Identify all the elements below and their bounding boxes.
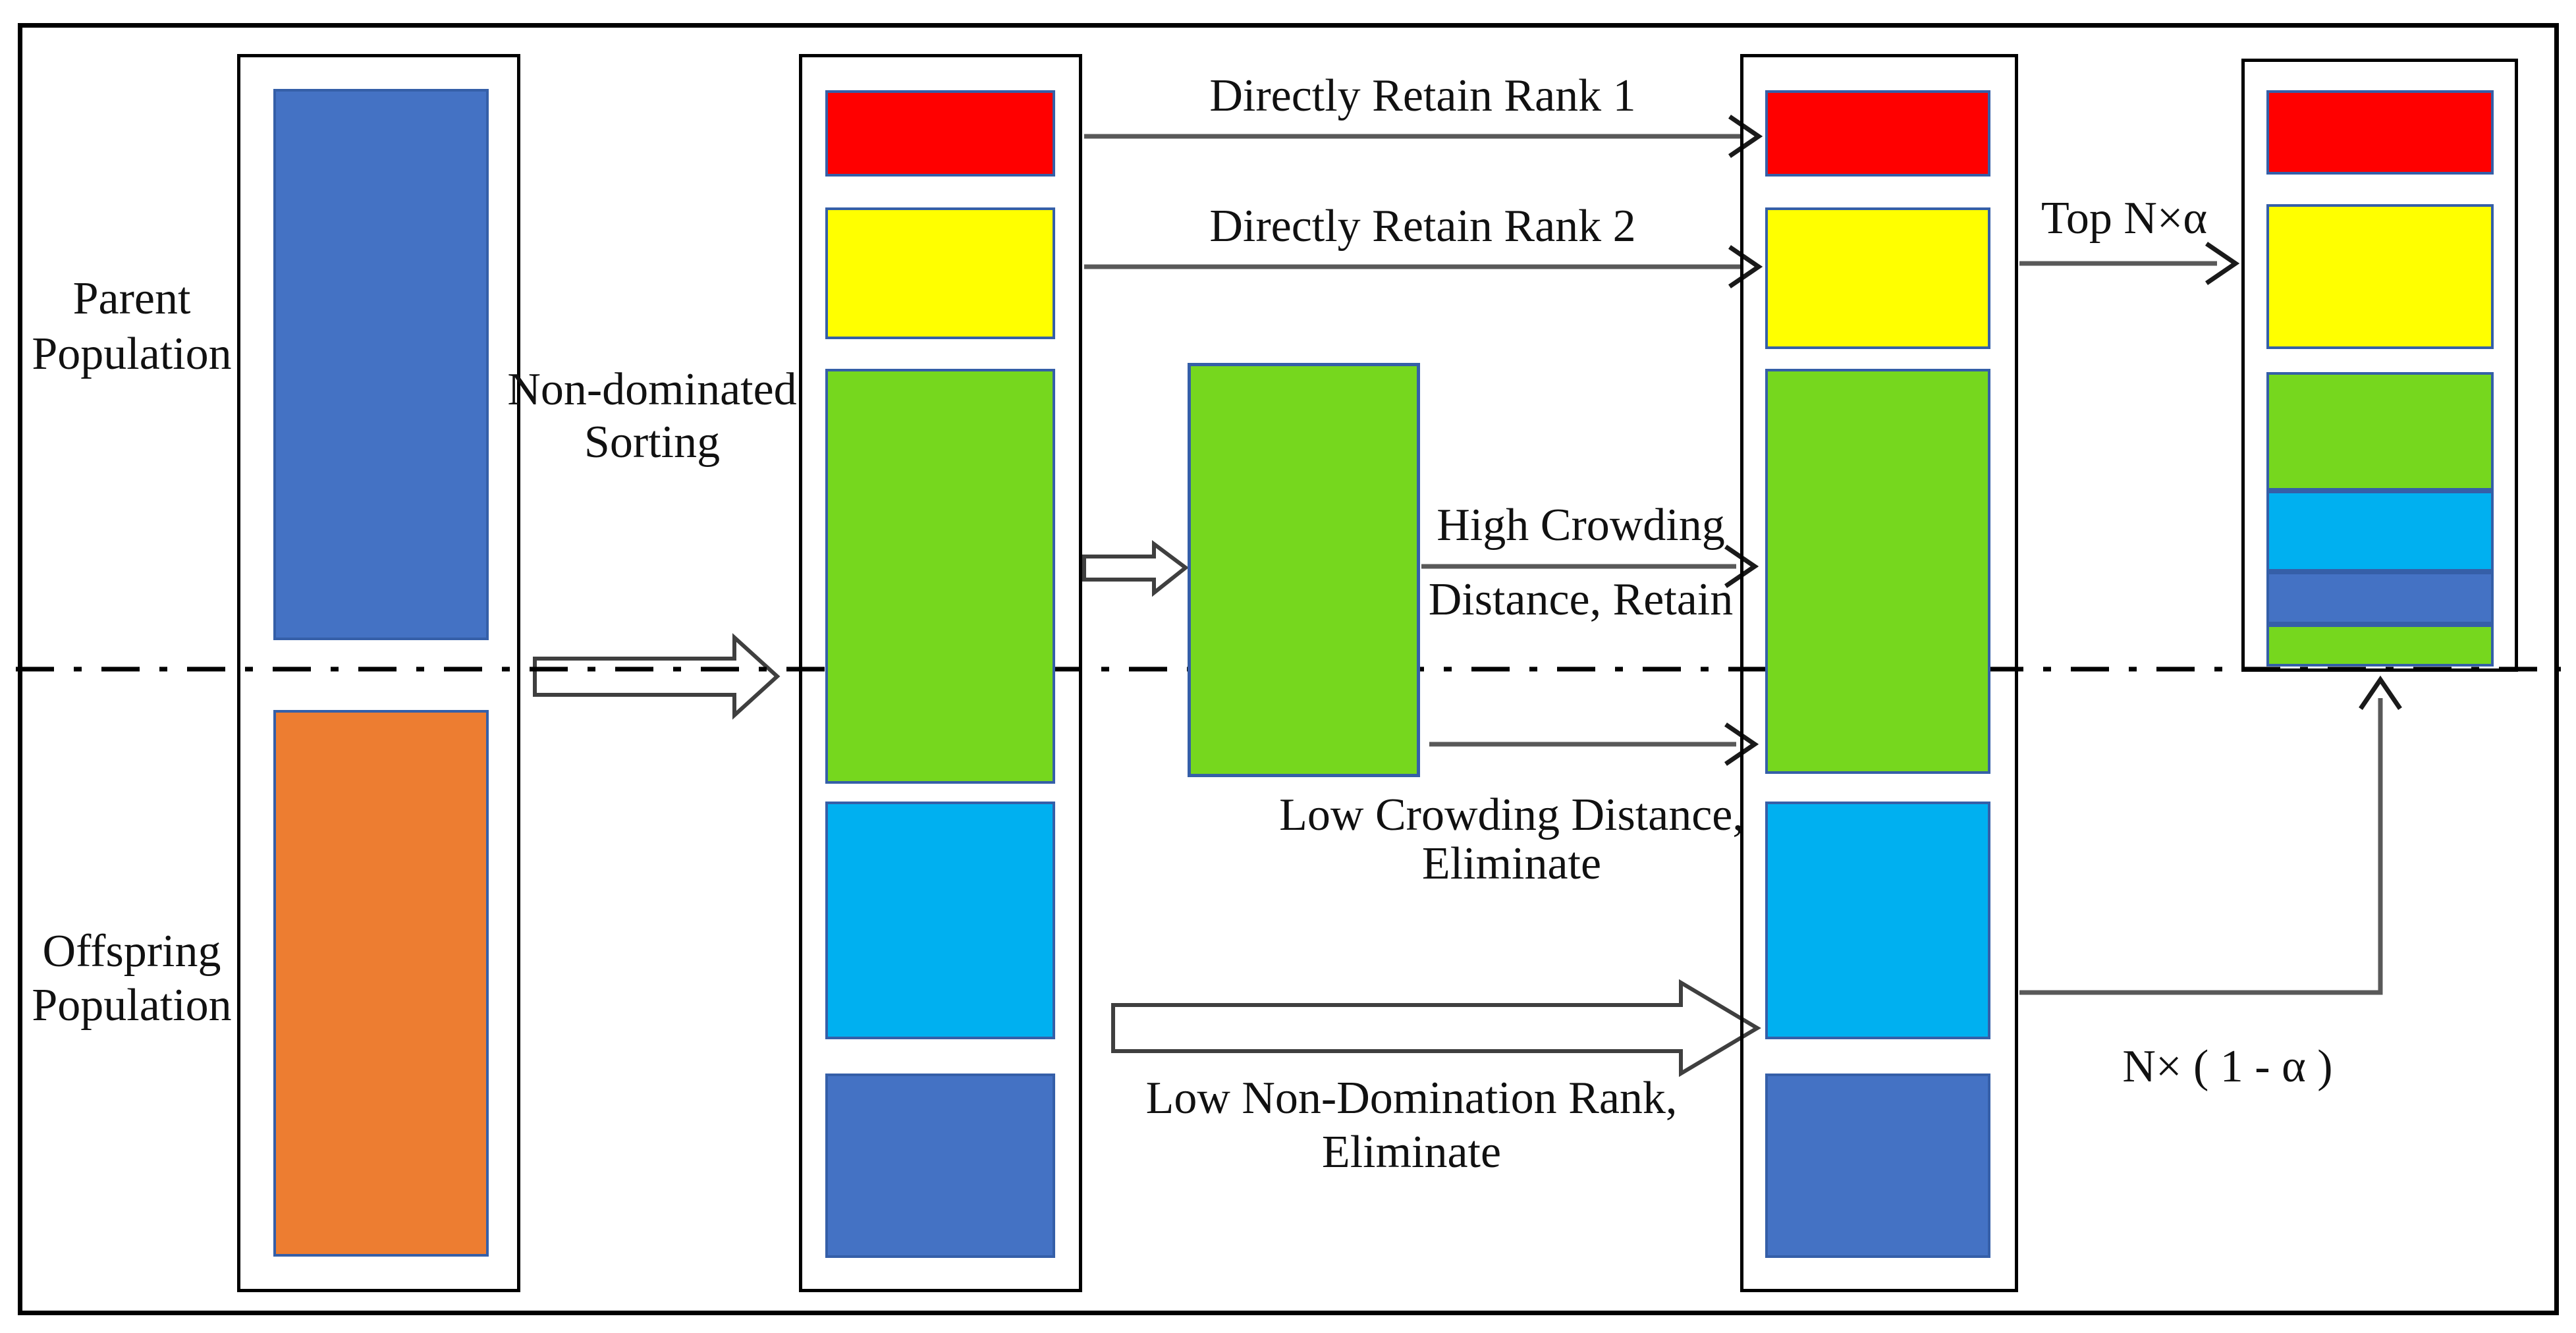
low-crowding-arrow-icon: [1429, 722, 1759, 766]
parent-population-label-line2: Population: [32, 329, 232, 379]
retained-candidates-box: [1740, 54, 2018, 1292]
final-rank1-block: [2266, 90, 2494, 175]
retain-rank1-arrow-icon: [1084, 115, 1763, 158]
offspring-population-label-line2: Population: [32, 980, 232, 1031]
retained-rank5-block: [1765, 1074, 1990, 1258]
parent-population-label-line1: Parent: [72, 273, 191, 324]
retained-rank2-block: [1765, 207, 1990, 349]
crowding-block-arrow-icon: [1082, 540, 1189, 597]
high-crowding-label-line2: Distance, Retain: [1428, 574, 1734, 625]
retained-rank4-block: [1765, 802, 1990, 1039]
sorted-fronts-box: [799, 54, 1082, 1292]
high-crowding-arrow-icon: [1421, 545, 1759, 588]
final-extra-rank3-block: [2266, 624, 2494, 666]
top-share-arrow-icon: [2019, 242, 2240, 285]
offspring-population-block: [273, 710, 489, 1257]
low-crowding-label-line1: Low Crowding Distance,: [1279, 790, 1744, 840]
final-rank4-block: [2266, 491, 2494, 572]
sorting-label-line2: Sorting: [584, 417, 721, 468]
low-rank-label-line2: Eliminate: [1321, 1127, 1502, 1178]
low-rank-label-line1: Low Non-Domination Rank,: [1145, 1073, 1678, 1124]
sorting-label-line1: Non-dominated: [507, 364, 797, 415]
low-crowding-label-line2: Eliminate: [1421, 838, 1602, 889]
final-rank3-block: [2266, 372, 2494, 491]
top-share-label: Top N×α: [2041, 193, 2208, 244]
final-rank5-block: [2266, 572, 2494, 624]
rank3-block: [825, 369, 1055, 784]
retained-rank1-block: [1765, 90, 1990, 177]
final-population-box: [2241, 59, 2518, 672]
eliminate-block-arrow-icon: [1111, 979, 1761, 1077]
retain-rank1-label: Directly Retain Rank 1: [1209, 70, 1636, 121]
retained-rank3-block: [1765, 369, 1990, 774]
rank5-block: [825, 1074, 1055, 1258]
retain-rank2-arrow-icon: [1084, 245, 1763, 288]
rest-share-label: N× ( 1 - α ): [2122, 1041, 2333, 1092]
final-rank2-block: [2266, 204, 2494, 349]
rank1-block: [825, 90, 1055, 177]
sorting-block-arrow-icon: [533, 633, 781, 720]
parent-population-block: [273, 89, 489, 640]
rank4-block: [825, 802, 1055, 1039]
combined-population-box: [237, 54, 520, 1292]
retain-rank2-label: Directly Retain Rank 2: [1209, 201, 1636, 252]
crowding-selection-block: [1188, 363, 1420, 777]
offspring-population-label-line1: Offspring: [42, 926, 221, 977]
figure-border: [18, 23, 2559, 1315]
high-crowding-label-line1: High Crowding: [1437, 500, 1725, 551]
rank2-block: [825, 207, 1055, 339]
rest-share-arrow-icon: [2019, 675, 2402, 995]
